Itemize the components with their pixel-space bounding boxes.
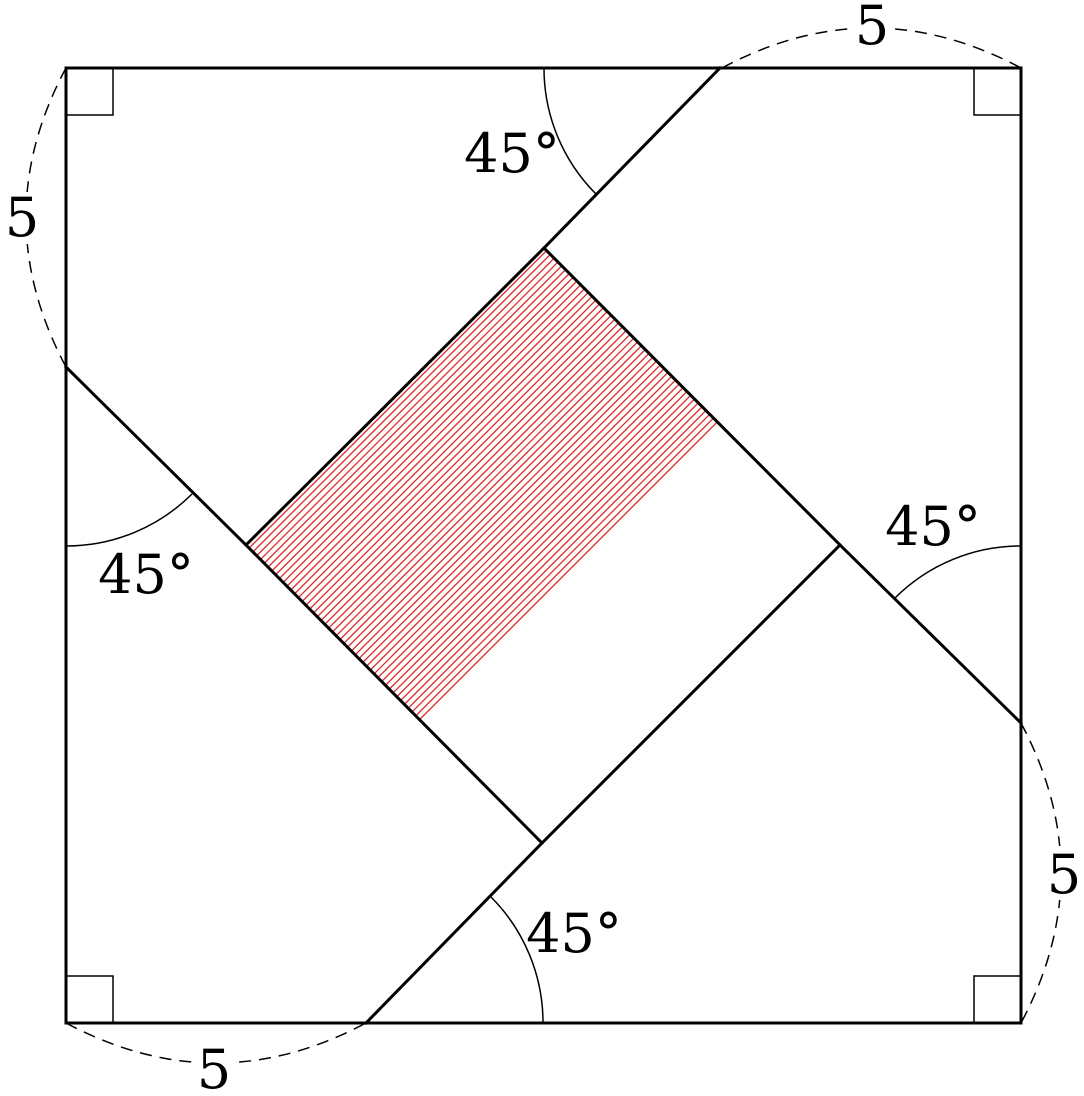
hatch-line bbox=[246, 248, 840, 682]
hatch-line bbox=[246, 248, 840, 689]
hatch-line bbox=[246, 248, 840, 727]
hatch-line bbox=[246, 248, 840, 697]
hatch-line bbox=[246, 248, 840, 705]
cut-line-top bbox=[541, 65, 723, 251]
angle-label-top: 45° bbox=[464, 122, 560, 185]
hatch-line bbox=[246, 248, 840, 613]
hatch-line bbox=[246, 248, 840, 720]
angle-label-bottom: 45° bbox=[526, 902, 622, 965]
inner-square bbox=[243, 245, 843, 846]
side-label-top: 5 bbox=[855, 0, 889, 57]
right-angle-marker-top-left bbox=[66, 68, 114, 116]
hatch-line bbox=[246, 248, 840, 598]
dimension-arc-top bbox=[721, 27, 1022, 69]
angle-arc-right bbox=[894, 545, 1022, 599]
hatch-line bbox=[246, 248, 840, 712]
dimension-arc-right bbox=[1020, 722, 1062, 1024]
side-label-bottom: 5 bbox=[197, 1038, 231, 1096]
side-label-left: 5 bbox=[5, 186, 39, 249]
hatch-line bbox=[246, 248, 840, 659]
cut-line-right bbox=[837, 542, 1024, 726]
hatch-line bbox=[246, 248, 840, 644]
angle-arc-bottom bbox=[490, 896, 544, 1024]
dimension-arc-bottom bbox=[65, 1022, 367, 1064]
right-angle-marker-bottom-right bbox=[973, 975, 1021, 1023]
cut-line-bottom bbox=[363, 840, 545, 1026]
angle-label-right: 45° bbox=[885, 495, 981, 558]
hatch-line bbox=[246, 248, 840, 636]
cut-line-left bbox=[63, 364, 249, 548]
angle-label-left: 45° bbox=[98, 543, 194, 606]
hatch-line bbox=[246, 248, 840, 674]
hatch-line bbox=[246, 248, 840, 621]
right-angle-marker-bottom-left bbox=[66, 975, 114, 1023]
angle-arc-left bbox=[65, 493, 193, 547]
hatch-line bbox=[246, 248, 840, 651]
angle-arc-top bbox=[543, 67, 597, 195]
right-angle-marker-top-right bbox=[973, 68, 1021, 116]
hatch-line bbox=[246, 248, 840, 667]
hatch-line bbox=[246, 248, 840, 629]
hatch-line bbox=[200, 0, 900, 240]
dimension-arc-left bbox=[25, 67, 67, 368]
side-label-right: 5 bbox=[1047, 843, 1081, 906]
